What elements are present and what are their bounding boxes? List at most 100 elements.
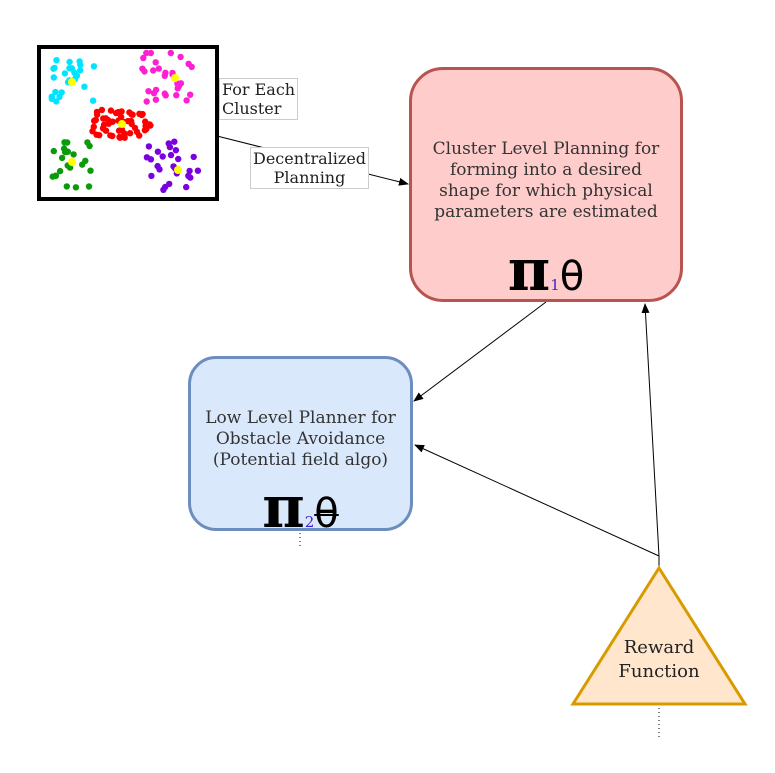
cluster-policy-theta: θ <box>559 254 585 300</box>
scatter-dot-purple <box>166 143 174 151</box>
decentralized-planning-line-2: Planning <box>273 168 346 187</box>
scatter-dot-red <box>124 117 132 125</box>
swarm-scatter-image <box>37 45 219 201</box>
scatter-dot-cyan <box>53 57 60 64</box>
low-level-policy-symbol: π2θ <box>191 477 410 544</box>
scatter-dot-purple <box>183 183 190 191</box>
scatter-dot-red <box>129 111 136 118</box>
scatter-dot-magenta <box>143 98 150 105</box>
arrow-reward-to-cluster-planning <box>641 303 660 557</box>
scatter-dot-green <box>87 167 94 174</box>
scatter-dot-red <box>90 117 98 125</box>
scatter-dot-magenta <box>162 69 169 77</box>
scatter-dot-magenta <box>175 83 182 90</box>
scatter-dot-red <box>107 132 114 139</box>
scatter-dot-magenta <box>173 92 180 99</box>
cluster-policy-pi: π <box>507 236 551 304</box>
low-level-planner-node: Low Level Planner for Obstacle Avoidance… <box>188 356 413 537</box>
scatter-dot-magenta <box>150 67 157 74</box>
scatter-dot-purple <box>143 154 151 161</box>
scatter-dot-purple <box>145 143 153 150</box>
cluster-level-planning-text: Cluster Level Planning for forming into … <box>412 139 680 223</box>
cluster-text-line-3: shape for which physical <box>439 181 653 201</box>
low-level-text-line-1: Low Level Planner for <box>205 408 396 428</box>
low-level-policy-theta: θ <box>314 491 339 537</box>
scatter-dot-purple <box>172 147 180 154</box>
scatter-dot-cyan <box>50 74 57 81</box>
scatter-dot-red <box>121 134 128 141</box>
reward-text-line-1: Reward <box>623 637 695 658</box>
scatter-dot-cyan <box>66 58 73 66</box>
scatter-centroid-dot <box>68 158 76 166</box>
scatter-dot-red <box>100 115 107 122</box>
scatter-dot-cyan <box>48 95 55 103</box>
scatter-dot-red <box>98 106 106 114</box>
scatter-dot-green <box>63 139 71 146</box>
for-each-cluster-label: For Each Cluster <box>219 78 299 120</box>
arrow-reward-to-low-level <box>414 444 660 557</box>
cluster-text-line-4: parameters are estimated <box>434 202 658 222</box>
scatter-dot-magenta <box>177 53 184 61</box>
scatter-dot-magenta <box>183 97 190 104</box>
scatter-dot-cyan <box>77 61 84 69</box>
scatter-dot-purple <box>167 151 175 159</box>
scatter-dot-red <box>126 130 134 137</box>
scatter-dot-purple <box>154 162 161 170</box>
for-each-cluster-line-1: For Each <box>222 80 296 99</box>
scatter-dot-green <box>66 164 74 171</box>
scatter-dot-magenta <box>140 54 147 62</box>
scatter-dot-green <box>85 183 93 190</box>
scatter-dot-cyan <box>52 88 59 96</box>
scatter-dot-magenta <box>167 49 174 57</box>
low-level-text-line-2: Obstacle Avoidance <box>215 429 386 449</box>
scatter-dot-red <box>109 118 116 125</box>
scatter-dot-purple <box>187 174 194 181</box>
scatter-dot-red <box>142 122 149 130</box>
scatter-dot-purple <box>175 155 182 163</box>
low-level-policy-subscript: 2 <box>304 513 315 531</box>
scatter-dot-red <box>116 134 124 141</box>
scatter-dot-green <box>84 139 91 146</box>
reward-function-text: Reward Function <box>573 636 745 684</box>
scatter-dot-magenta <box>187 91 194 98</box>
cluster-level-planning-node: Cluster Level Planning for forming into … <box>409 67 683 302</box>
scatter-dot-cyan <box>77 67 84 74</box>
scatter-centroid-dot <box>68 78 76 86</box>
scatter-dot-magenta <box>155 65 162 72</box>
scatter-dot-magenta <box>185 60 192 67</box>
scatter-dot-purple <box>166 180 173 188</box>
scatter-centroid-dot <box>118 120 126 128</box>
reward-function-node <box>570 565 748 706</box>
scatter-dot-red <box>102 127 110 134</box>
scatter-dot-magenta <box>152 59 159 66</box>
arrow-cluster-to-low-level <box>413 301 547 402</box>
scatter-dot-magenta <box>143 49 150 57</box>
scatter-dot-magenta <box>152 96 160 103</box>
cluster-text-line-1: Cluster Level Planning for <box>432 139 660 159</box>
scatter-dot-purple <box>154 148 162 155</box>
scatter-dot-green <box>82 157 89 164</box>
scatter-dots <box>48 49 202 193</box>
scatter-dot-cyan <box>61 70 69 77</box>
scatter-dot-green <box>52 172 60 179</box>
scatter-centroid-dot <box>171 74 179 82</box>
cluster-policy-symbol: π1θ <box>412 240 680 307</box>
scatter-dot-magenta <box>162 92 169 99</box>
scatter-dot-purple <box>186 167 193 175</box>
scatter-dot-red <box>118 126 126 133</box>
scatter-dot-purple <box>160 186 167 193</box>
scatter-dot-red <box>90 123 98 130</box>
scatter-dot-purple <box>194 167 202 174</box>
scatter-dot-magenta <box>145 88 152 95</box>
scatter-dot-cyan <box>81 83 88 90</box>
scatter-dot-cyan <box>56 93 63 101</box>
scatter-dot-red <box>107 107 115 114</box>
scatter-dot-magenta <box>139 65 146 72</box>
scatter-centroid-dot <box>174 166 182 174</box>
for-each-cluster-line-2: Cluster <box>222 99 282 118</box>
scatter-dot-red <box>138 111 145 119</box>
scatter-dot-green <box>70 151 77 158</box>
scatter-dot-green <box>63 183 70 190</box>
scatter-dot-cyan <box>73 72 81 79</box>
